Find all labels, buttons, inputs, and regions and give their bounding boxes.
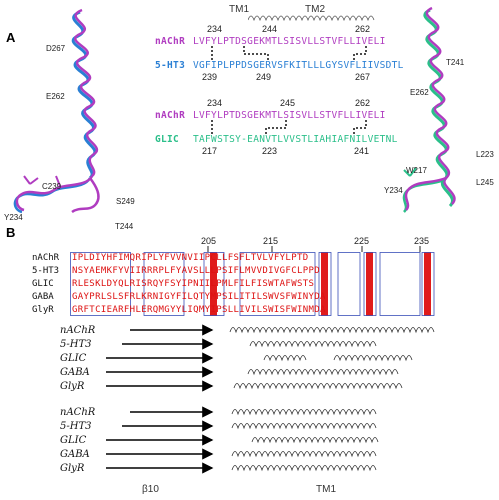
right-label-l223: L223 [476,150,494,159]
position-225: 225 [354,236,370,246]
ss2-name-glic: GLIC [60,435,87,446]
pair1-seq1: LVFYLPTDSGEKMTLSISVLLSTVFLLIVELI [193,36,386,47]
ss2-helix-nachr [231,409,377,416]
pair1-seq2: VGFIPLPPDSGERVSFKITLLLGYSVFLIIVSDTL [193,60,404,71]
ss1-name-gaba: GABA [60,367,90,378]
aln-seq-glic: RLESKLDYQLRISRQYFSYIPNIILPMLFILFISWTAFWS… [72,279,315,289]
aln-seq-gaba: GAYPRLSLSFRLKRNIGYFILQTYMPSILITILSWVSFWI… [72,292,326,302]
pair2-top-num-234: 234 [207,98,223,108]
pair1-bottom-num-249: 249 [256,72,272,82]
pair2-bottom-num-223: 223 [262,146,278,156]
aln-name-nachr: nAChR [32,253,60,263]
ss1-name-glic: GLIC [60,353,87,364]
ss2-helix-glyr [231,465,377,472]
pair2-seq1-name: nAChR [155,110,186,121]
right-label-t241: T241 [446,58,465,67]
tm1-header: TM1 [229,4,249,15]
pair1-top-num-262: 262 [355,24,371,34]
ss2-helix-gaba [231,451,377,458]
pair2-seq2-name: GLIC [155,134,180,145]
left-label-s249: S249 [116,197,135,206]
ss1-helix-glic-b [333,355,413,362]
pair2-bottom-num-241: 241 [354,146,370,156]
left-label-c239: C239 [42,182,62,191]
right-label-l245: L245 [476,178,494,187]
pair2-seq1: LVFYLPTDSGEKMTLSISVLLSTVFLLIVELI [193,110,386,121]
left-structure-figure [13,8,100,214]
tm2-header: TM2 [305,4,325,15]
footer-beta10: β10 [142,484,159,495]
right-label-w217: W217 [406,166,427,175]
ss1-helix-gaba [247,369,399,376]
left-label-y234: Y234 [4,213,23,222]
pair1-seq1-name: nAChR [155,36,186,47]
pair1-link-lines [211,46,367,60]
ss2-helix-glic [251,437,379,444]
position-235: 235 [414,236,430,246]
right-label-e262: E262 [410,88,429,97]
right-label-y234: Y234 [384,186,403,195]
secondary-structure-graphics [106,324,435,474]
pair1-seq2-name: 5-HT3 [155,60,186,71]
panel-b-label: B [6,225,16,240]
aln-seq-5ht3: NSYAEMKFYVIIRRRPLFYAVSLLLPSIFLMVVDIVGFCL… [72,266,321,276]
ss1-helix-nachr [229,327,435,334]
aln-seq-nachr: IPLDIYHFIMQRIPLYFVVNVIIPCLLFSFLTVLVFYLPT… [72,253,309,263]
position-205: 205 [201,236,217,246]
ss2-name-5ht3: 5-HT3 [60,421,92,432]
ss1-helix-5ht3 [249,341,377,348]
position-215: 215 [263,236,279,246]
pair1-top-num-234: 234 [207,24,223,34]
left-label-d267: D267 [46,44,66,53]
alignment-boxes [70,252,435,316]
ss1-name-nachr: nAChR [60,325,96,336]
tm-helix-coil [248,15,375,22]
pair1-bottom-num-267: 267 [355,72,371,82]
aln-name-glic: GLIC [32,279,54,289]
pair2-link-lines [211,120,367,134]
aln-name-glyr: GlyR [32,305,54,315]
pair2-bottom-num-217: 217 [202,146,218,156]
ss1-name-5ht3: 5-HT3 [60,339,92,350]
pair1-bottom-num-239: 239 [202,72,218,82]
panel-a-label: A [6,30,16,45]
ss1-name-glyr: GlyR [60,381,85,392]
pair2-top-num-262: 262 [355,98,371,108]
pair2-top-num-245: 245 [280,98,296,108]
ss2-name-gaba: GABA [60,449,90,460]
ss1-helix-glyr [233,383,403,390]
pair2-seq2: TAFWSTSY-EANVTLVVSTLIAHIAFNILVETNL [193,134,398,145]
ss2-name-glyr: GlyR [60,463,85,474]
ss2-name-nachr: nAChR [60,407,96,418]
aln-name-5ht3: 5-HT3 [32,266,60,276]
aln-seq-glyr: GRFTCIEARFHLERQMGYYLIQMYIPSLLIVILSWISFWI… [72,305,326,315]
left-label-e262: E262 [46,92,65,101]
right-structure-figure [402,6,456,213]
left-label-t244: T244 [115,222,134,231]
ss1-helix-glic-a [263,355,307,362]
pair1-top-num-244: 244 [262,24,278,34]
position-ticks [207,246,421,252]
footer-tm1: TM1 [316,484,336,495]
aln-name-gaba: GABA [32,292,54,302]
ss2-helix-5ht3 [231,423,377,430]
